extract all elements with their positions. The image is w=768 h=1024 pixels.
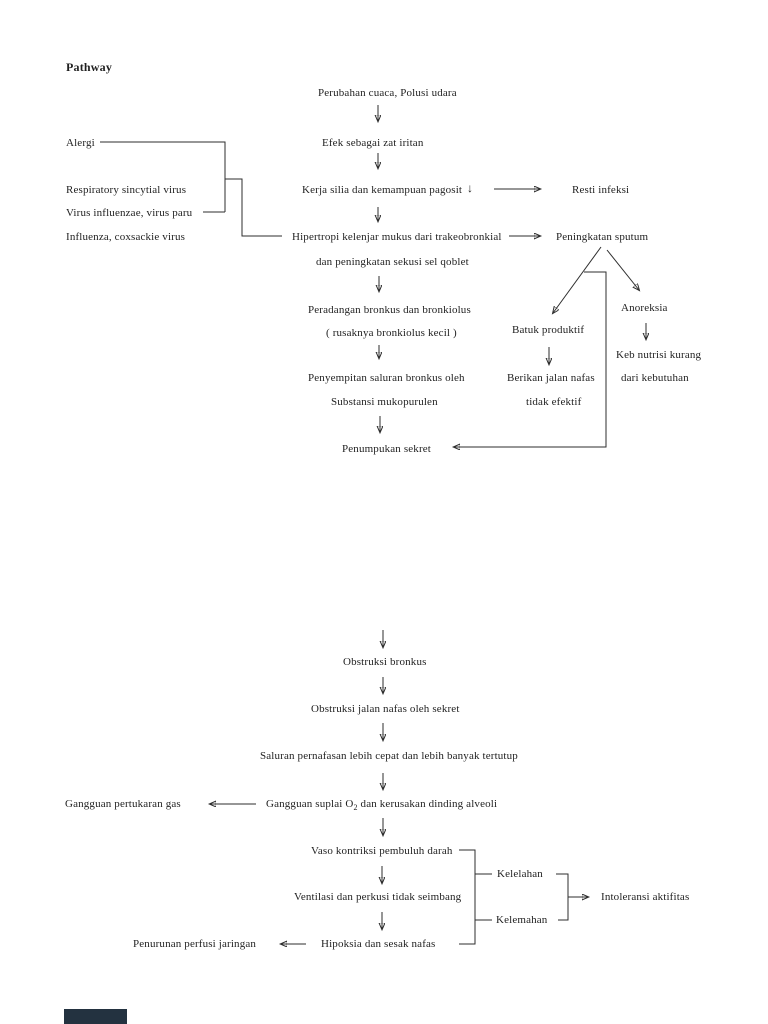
node-kelelahan: Kelelahan: [497, 868, 543, 880]
oxygen-subscript: 2: [353, 803, 358, 813]
node-vaso-kontriksi: Vaso kontriksi pembuluh darah: [311, 845, 453, 857]
bracket-vaso-hipoksia: [459, 849, 476, 945]
node-gangguan-pertukaran-gas: Gangguan pertukaran gas: [65, 798, 181, 810]
node-batuk-produktif: Batuk produktif: [512, 324, 585, 336]
node-hipertropi-line2: dan peningkatan sekusi sel qoblet: [316, 256, 469, 268]
footer-bar: [64, 1009, 127, 1024]
node-penyempitan-line2: Substansi mukopurulen: [331, 396, 438, 408]
node-resti-infeksi: Resti infeksi: [572, 184, 630, 196]
node-obstruksi-bronkus: Obstruksi bronkus: [343, 656, 427, 668]
arrow-branch-to-penumpukan: [454, 271, 607, 447]
node-saluran-pernafasan: Saluran pernafasan lebih cepat dan lebih…: [260, 750, 518, 762]
node-perubahan-cuaca: Perubahan cuaca, Polusi udara: [318, 87, 457, 99]
node-obstruksi-jalan-nafas: Obstruksi jalan nafas oleh sekret: [311, 703, 460, 715]
page-title: Pathway: [66, 60, 113, 74]
node-intoleransi: Intoleransi aktifitas: [601, 891, 690, 903]
node-penyempitan-line1: Penyempitan saluran bronkus oleh: [308, 372, 465, 384]
connector-alergi: [100, 141, 226, 212]
node-ventilasi: Ventilasi dan perkusi tidak seimbang: [294, 891, 462, 903]
node-gangguan-suplai: Gangguan suplai O2 dan kerusakan dinding…: [266, 798, 497, 814]
arrow-sputum-to-anoreksia: [606, 249, 639, 290]
node-keb-line1: Keb nutrisi kurang: [616, 349, 702, 361]
label-respiratory-virus: Respiratory sincytial virus: [66, 184, 187, 196]
gangguan-suplai-text2: dan kerusakan dinding alveoli: [357, 798, 498, 810]
node-kelemahan: Kelemahan: [496, 914, 548, 926]
bracket-kelelahan-kelemahan: [556, 873, 569, 921]
node-berikan-line2: tidak efektif: [526, 396, 582, 408]
node-peradangan-line2: ( rusaknya bronkiolus kecil ): [326, 327, 457, 339]
node-berikan-line1: Berikan jalan nafas: [507, 372, 595, 384]
decrease-arrow-glyph: ↓: [467, 181, 474, 195]
node-hipertropi-line1: Hipertropi kelenjar mukus dari trakeobro…: [292, 231, 502, 243]
node-kerja-silia: Kerja silia dan kemampuan pagosit: [302, 184, 463, 196]
connector-to-hipertropi: [225, 178, 282, 237]
label-alergi: Alergi: [66, 137, 95, 149]
node-efek-iritan: Efek sebagai zat iritan: [322, 137, 424, 149]
node-peningkatan-sputum: Peningkatan sputum: [556, 231, 649, 243]
node-penumpukan-sekret: Penumpukan sekret: [342, 443, 432, 455]
gangguan-suplai-text: Gangguan suplai O: [266, 798, 354, 810]
arrow-sputum-to-batuk: [553, 246, 602, 313]
node-hipoksia: Hipoksia dan sesak nafas: [321, 938, 436, 950]
node-keb-line2: dari kebutuhan: [621, 372, 689, 384]
label-virus-influenzae: Virus influenzae, virus paru: [66, 207, 193, 219]
node-anoreksia: Anoreksia: [621, 302, 668, 314]
node-peradangan-line1: Peradangan bronkus dan bronkiolus: [308, 304, 471, 316]
label-influenza-coxsackie: Influenza, coxsackie virus: [66, 231, 186, 243]
node-penurunan-perfusi: Penurunan perfusi jaringan: [133, 938, 257, 950]
